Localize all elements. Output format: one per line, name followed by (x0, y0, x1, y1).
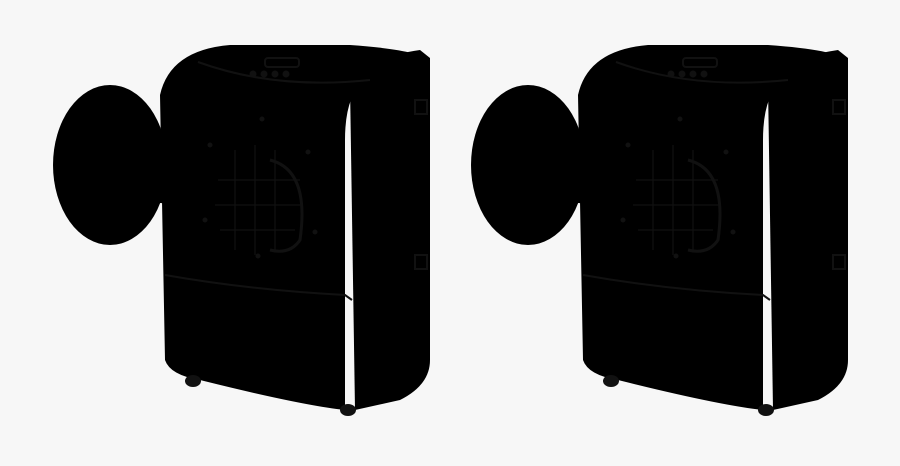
washer-colored (469, 43, 850, 418)
washer-outline: #wl .side{fill:#ffffff;stroke:#111;strok… (51, 43, 432, 418)
